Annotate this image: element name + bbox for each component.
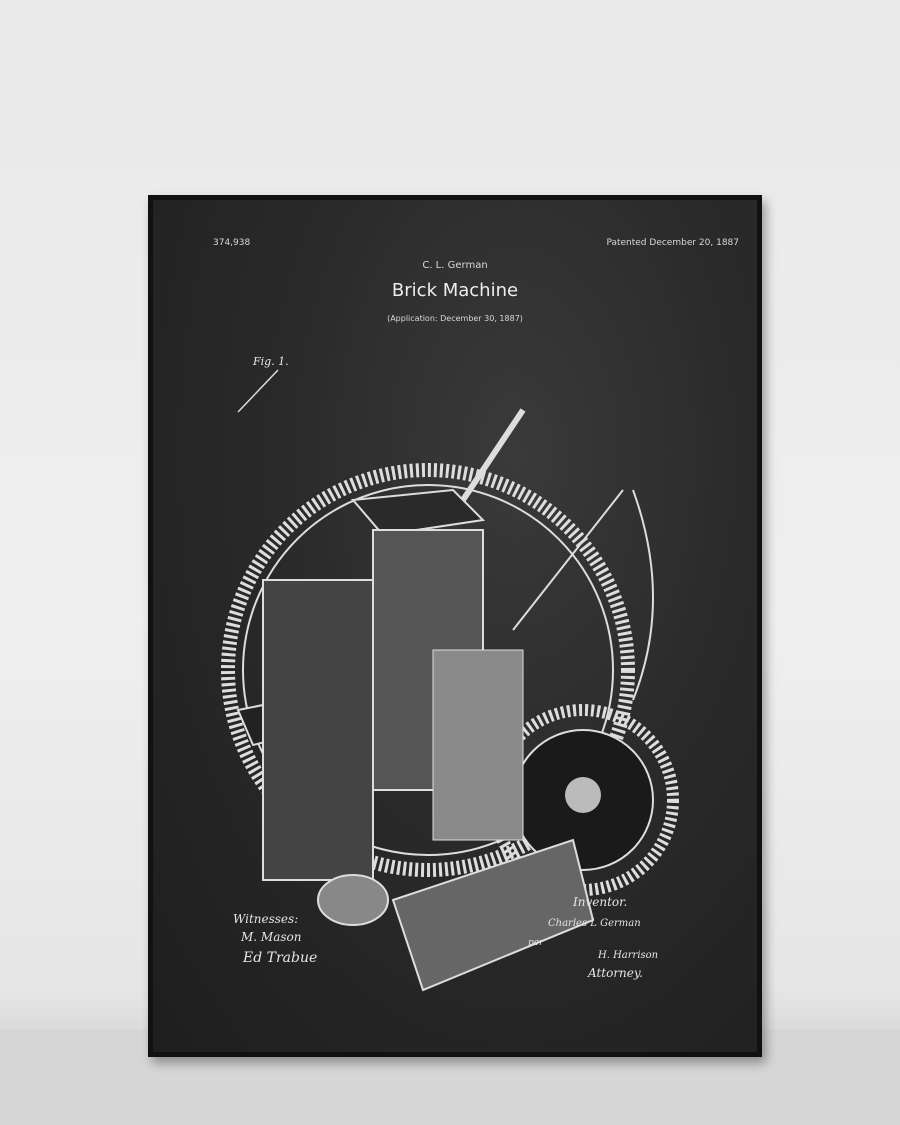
attorney-signature: H. Harrison	[598, 950, 659, 961]
large-gear	[221, 463, 635, 877]
witness-signature-1: M. Mason	[241, 930, 302, 944]
attorney-label: Attorney.	[588, 966, 643, 980]
inventor-name: C. L. German	[422, 260, 488, 271]
inventor-label: Inventor.	[573, 895, 628, 909]
patented-date: Patented December 20, 1887	[606, 238, 739, 248]
witnesses-label: Witnesses:	[233, 912, 299, 926]
chalkboard-print: 374,938 Patented December 20, 1887 C. L.…	[153, 200, 757, 1052]
patent-number: 374,938	[213, 238, 251, 248]
witness-signature-2: Ed Trabue	[243, 950, 318, 966]
poster-title: Brick Machine	[391, 280, 519, 301]
per-label: per	[528, 938, 544, 948]
inventor-signature: Charles L German	[548, 918, 641, 929]
figure-label: Fig. 1.	[253, 355, 289, 368]
application-date: (Application: December 30, 1887)	[387, 314, 523, 323]
poster-frame: 374,938 Patented December 20, 1887 C. L.…	[148, 195, 762, 1057]
brick-machine-drawing	[221, 369, 679, 992]
